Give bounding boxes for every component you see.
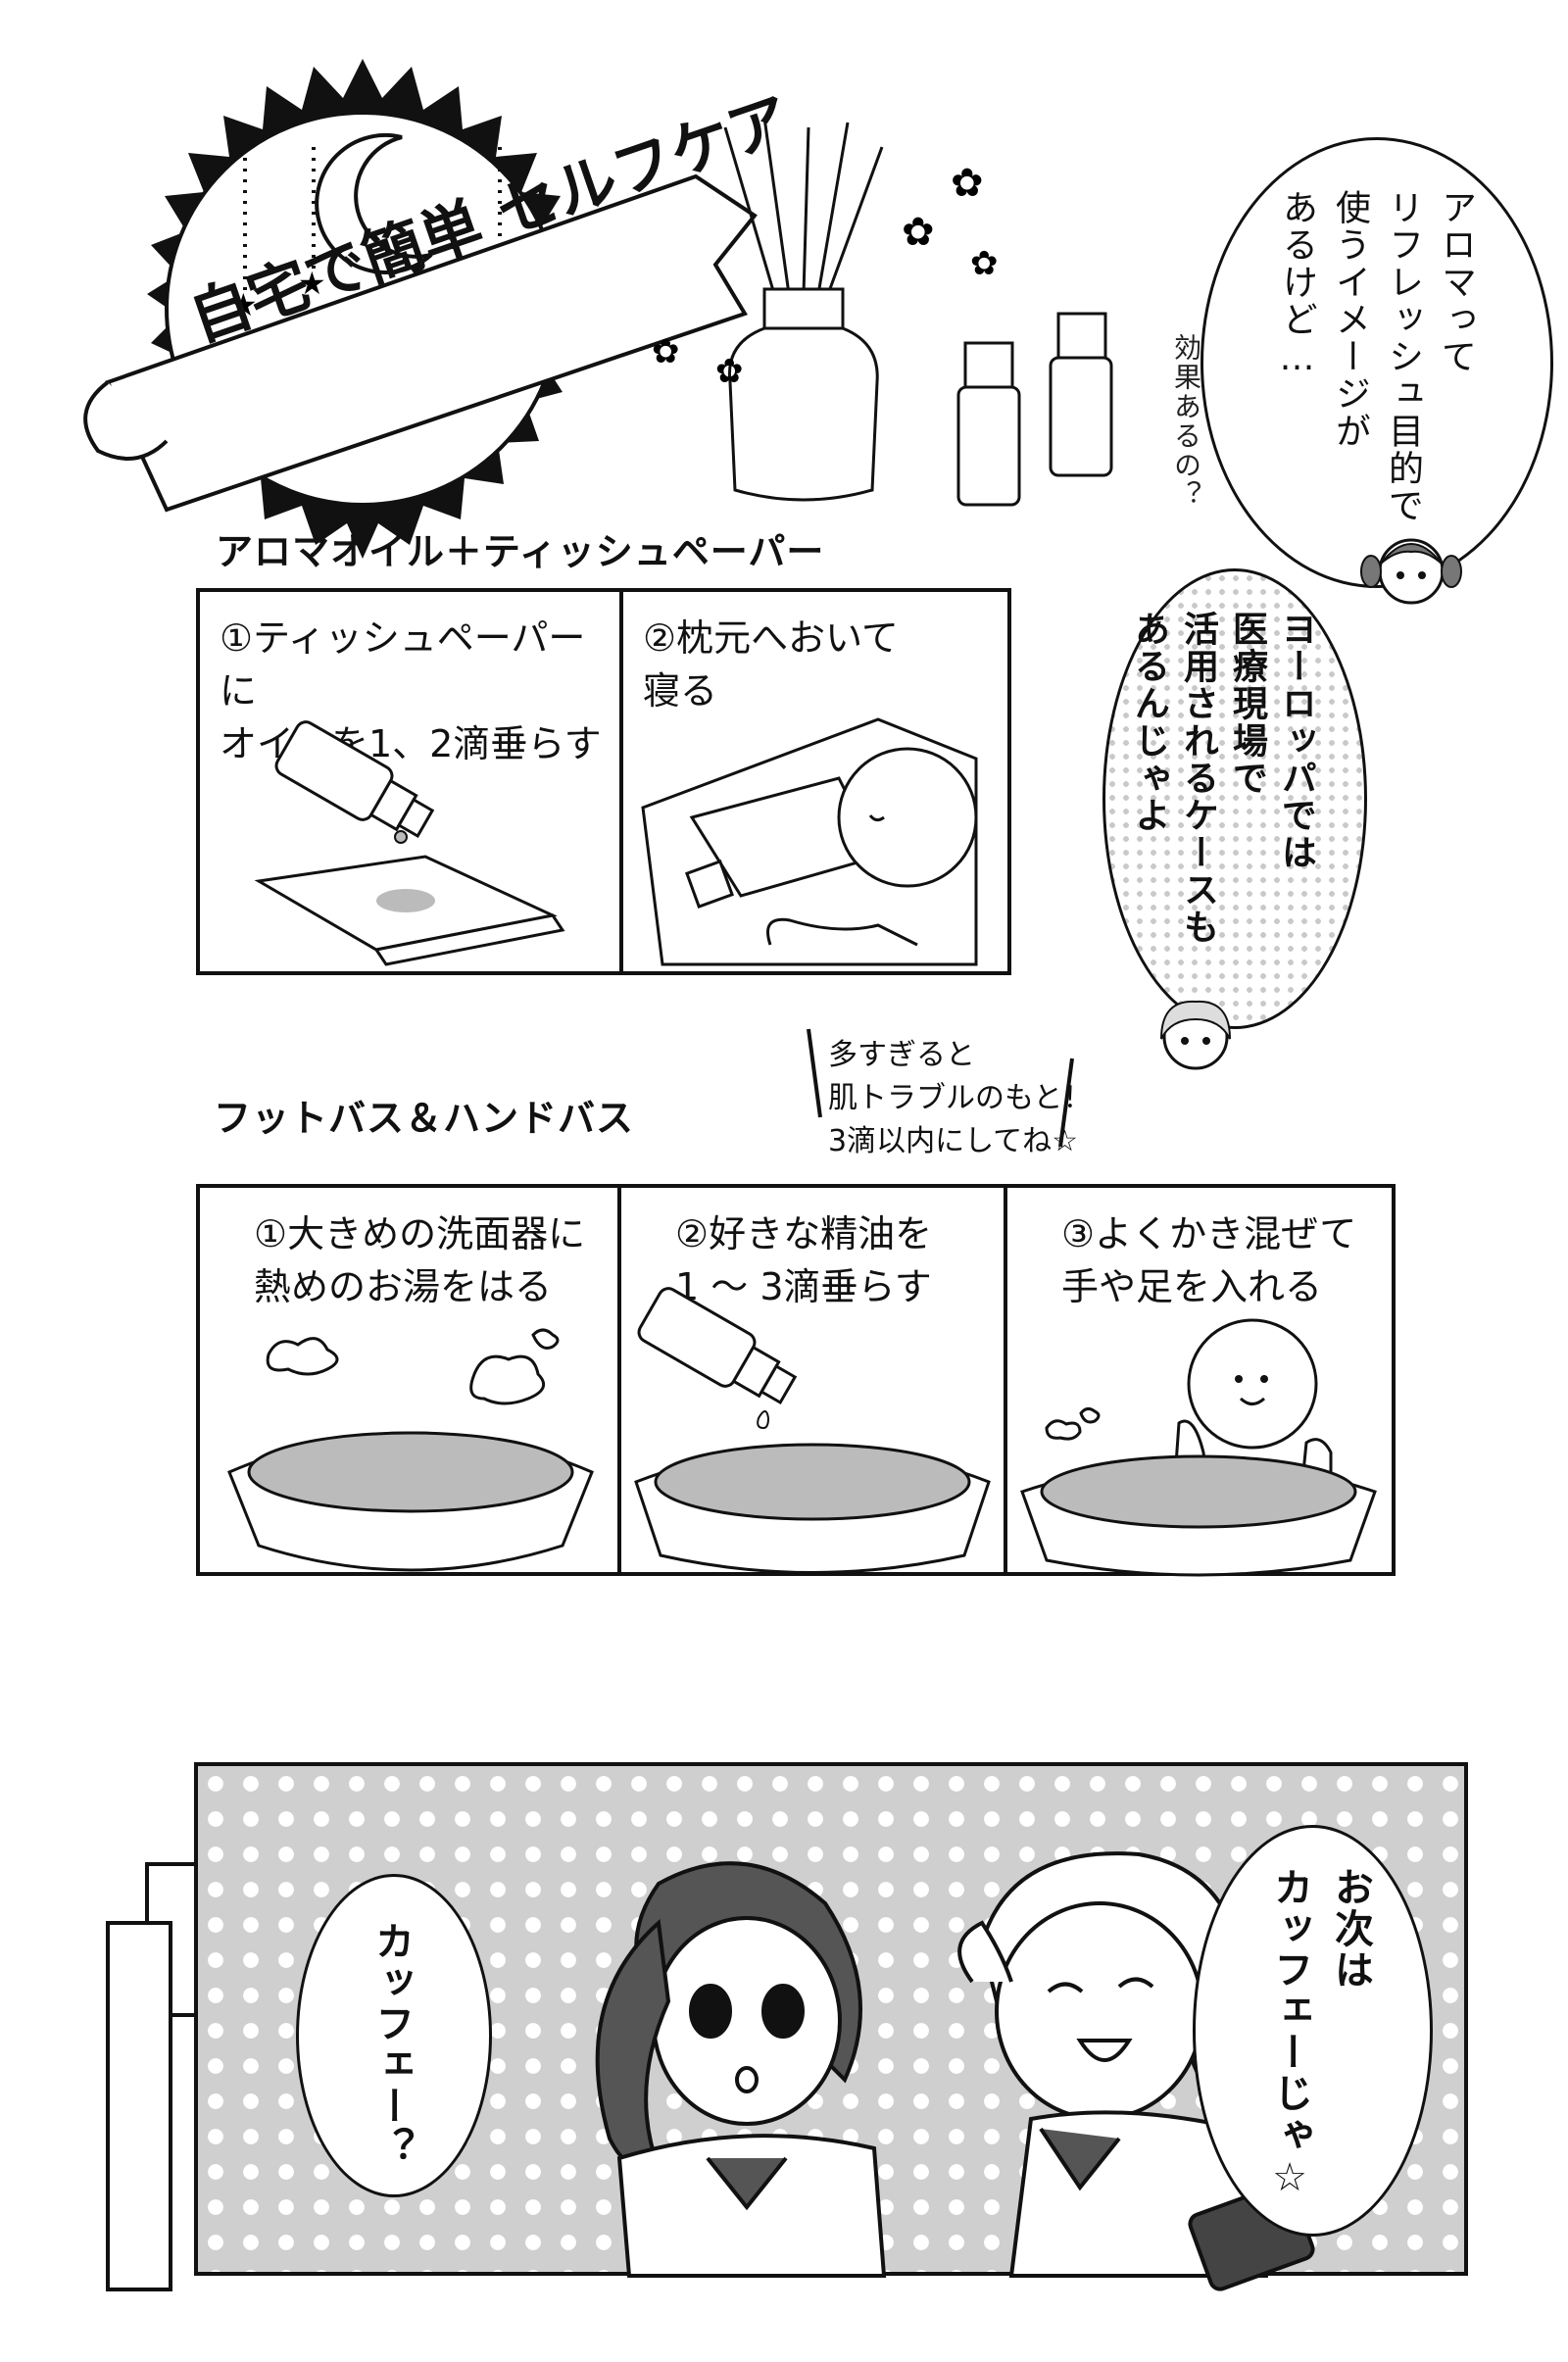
flower-icon: ✿	[715, 352, 744, 391]
panel-caption: ①ティッシュペーパーに オイルを1、2滴垂らす	[220, 616, 602, 765]
flower-icon: ✿	[970, 244, 999, 283]
character-avatar-old-lady	[1142, 990, 1250, 1078]
caution-note-text: 多すぎると 肌トラブルのもと！ 3滴以内にしてね☆	[828, 1038, 1093, 1158]
panel-caption: ③よくかき混ぜて 手や足を入れる	[1061, 1212, 1357, 1308]
flower-icon: ✿	[652, 332, 680, 371]
panel-caption: ①大きめの洗面器に 熱めのお湯をはる	[254, 1212, 586, 1308]
panel-caption: ②枕元へおいて 寝る	[643, 616, 899, 713]
europe-answer-text: ヨーロッパでは 医療現場で 活用されるケースも あるんじゃよ	[1129, 611, 1316, 946]
question-reply-text: カッフェー？	[368, 1921, 414, 2168]
section-heading-bath: フットバス＆ハンドバス	[214, 1097, 635, 1140]
character-avatar-girl	[1357, 524, 1465, 613]
aroma-aside-text: 効果あるの？	[1170, 333, 1202, 510]
next-topic-text: お次は カッフェーじゃ☆	[1267, 1867, 1373, 2202]
comic-panel-aroma-step1: ①ティッシュペーパーに オイルを1、2滴垂らす	[196, 588, 625, 975]
star-icon: ★	[298, 265, 326, 302]
speech-bubble-aroma-question: アロマって リフレッシュ目的で 使うイメージが あるけど…	[1200, 137, 1553, 588]
star-icon: ★	[229, 286, 258, 323]
speech-bubble-next-topic: お次は カッフェーじゃ☆	[1193, 1825, 1433, 2237]
speech-bubble-question-reply: カッフェー？	[296, 1874, 492, 2197]
section-heading-aroma: アロマオイル＋ティッシュペーパー	[216, 530, 825, 573]
panel-stack-front	[106, 1921, 172, 2291]
flower-icon: ✿	[902, 210, 935, 255]
comic-panel-bath-step3: ③よくかき混ぜて 手や足を入れる	[1004, 1184, 1396, 1577]
diffuser-illustration: ✿ ✿ ✿ ✿ ✿	[627, 117, 1117, 510]
flower-icon: ✿	[951, 161, 984, 206]
comic-panel-bath-step2: ②好きな精油を 1 ～ 3滴垂らす	[617, 1184, 1009, 1576]
comic-panel-closing: お次は カッフェーじゃ☆ カッフェー？	[194, 1762, 1468, 2291]
aroma-question-text: アロマって リフレッシュ目的で 使うイメージが あるけど…	[1277, 189, 1476, 524]
comic-panel-aroma-step2: ②枕元へおいて 寝る	[619, 588, 1011, 975]
panel-caption: ②好きな精油を 1 ～ 3滴垂らす	[675, 1212, 933, 1308]
title-banner: 自宅で簡単 セルフケア	[69, 82, 799, 513]
speech-bubble-europe-answer: ヨーロッパでは 医療現場で 活用されるケースも あるんじゃよ	[1102, 568, 1367, 1029]
crescent-moon-icon	[315, 133, 433, 274]
comic-panel-bath-step1: ①大きめの洗面器に 熱めのお湯をはる	[196, 1184, 623, 1576]
